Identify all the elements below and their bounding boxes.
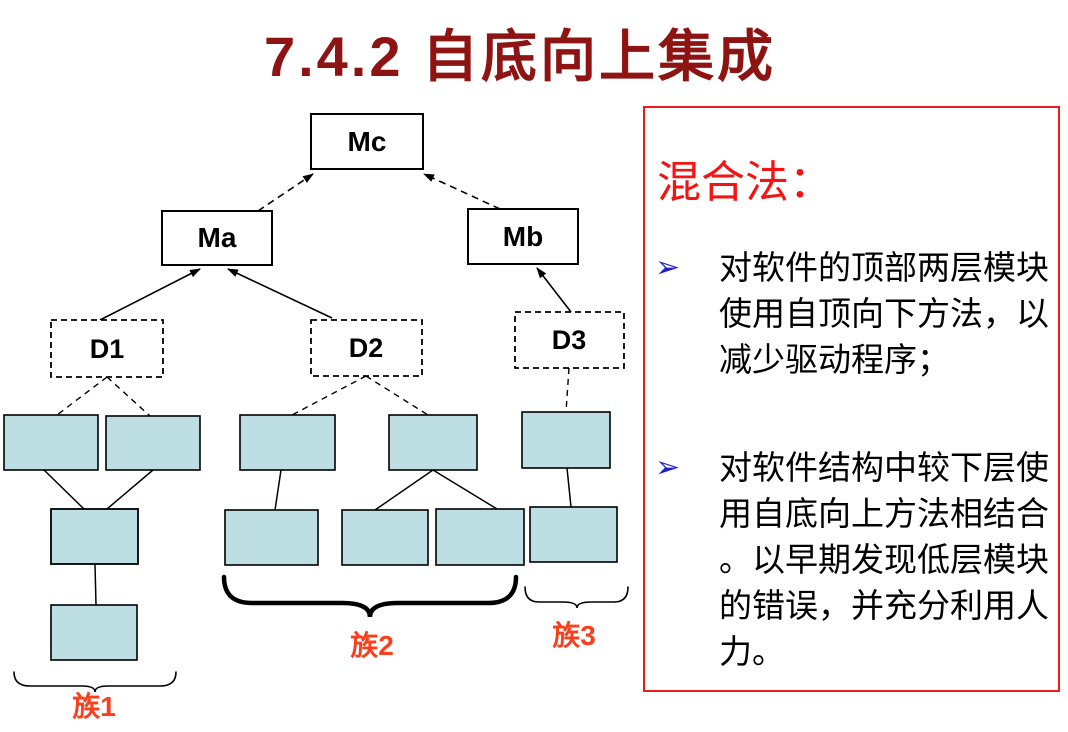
module-box: [388, 414, 478, 471]
cluster2-brace: [221, 574, 519, 618]
node-mc-label: Mc: [348, 126, 387, 157]
cluster2-link-c: [432, 469, 498, 510]
bullet-item: ➢ 对软件的顶部两层模块使用自顶向下方法，以减少驱动程序；: [655, 246, 1061, 384]
module-box: [341, 509, 429, 566]
node-d3-box: [514, 311, 625, 369]
node-d1-label: D1: [90, 334, 125, 364]
cluster3-label: 族3: [552, 619, 596, 651]
cluster2-link-b: [374, 469, 434, 511]
cluster1-link-a: [43, 469, 85, 510]
node-d2-box: [310, 319, 423, 377]
panel-heading: 混合法：: [657, 158, 833, 207]
module-box: [50, 604, 138, 661]
edge-d1-cluster1-b: [106, 376, 151, 417]
bullet-text: 对软件结构中较下层使用自底向上方法相结合。以早期发现低层模块的错误，并充分利用人…: [719, 451, 1049, 671]
edge-ma-mc: [257, 173, 314, 212]
cluster2-link-a: [274, 469, 282, 511]
module-box: [529, 506, 618, 563]
cluster1-brace: [13, 671, 177, 693]
edge-d2-cluster2-a: [291, 375, 367, 416]
node-d3-label: D3: [552, 325, 587, 355]
cluster1-link-c: [94, 563, 97, 606]
edge-mb-mc: [423, 173, 501, 210]
module-box: [224, 509, 319, 566]
node-mb-label: Mb: [503, 221, 543, 252]
module-box: [50, 508, 139, 565]
edge-d2-cluster2-b: [365, 375, 429, 416]
module-box: [521, 411, 611, 469]
notes-panel: 混合法： ➢ 对软件的顶部两层模块使用自顶向下方法，以减少驱动程序； ➢ 对软件…: [643, 106, 1060, 692]
bullet-text: 对软件的顶部两层模块使用自顶向下方法，以减少驱动程序；: [719, 251, 1049, 379]
node-ma-box: [161, 210, 273, 266]
node-d2-label: D2: [349, 333, 384, 363]
edge-d1-cluster1-a: [56, 376, 108, 416]
arrow-bullet-icon: ➢: [655, 451, 681, 484]
cluster3-link: [566, 467, 572, 508]
bullet-item: ➢ 对软件结构中较下层使用自底向上方法相结合。以早期发现低层模块的错误，并充分利…: [655, 446, 1061, 676]
node-d1-box: [50, 319, 164, 378]
node-mc-box: [310, 113, 424, 170]
cluster2-label: 族2: [350, 629, 394, 661]
edge-d1-ma: [99, 268, 201, 321]
module-box: [105, 415, 201, 471]
edge-d3-mb: [536, 267, 572, 313]
edge-d2-ma: [227, 268, 333, 319]
arrow-bullet-icon: ➢: [655, 251, 681, 284]
slide-title: 7.4.2 自底向上集成: [263, 25, 777, 88]
node-mb-box: [467, 208, 579, 265]
edge-d3-cluster3: [565, 367, 570, 413]
cluster1-link-b: [106, 469, 154, 510]
module-box: [3, 414, 99, 471]
cluster1-label: 族1: [72, 690, 116, 722]
node-ma-label: Ma: [198, 222, 237, 253]
module-box: [239, 414, 336, 471]
cluster3-brace: [524, 586, 629, 609]
module-box: [435, 508, 525, 566]
